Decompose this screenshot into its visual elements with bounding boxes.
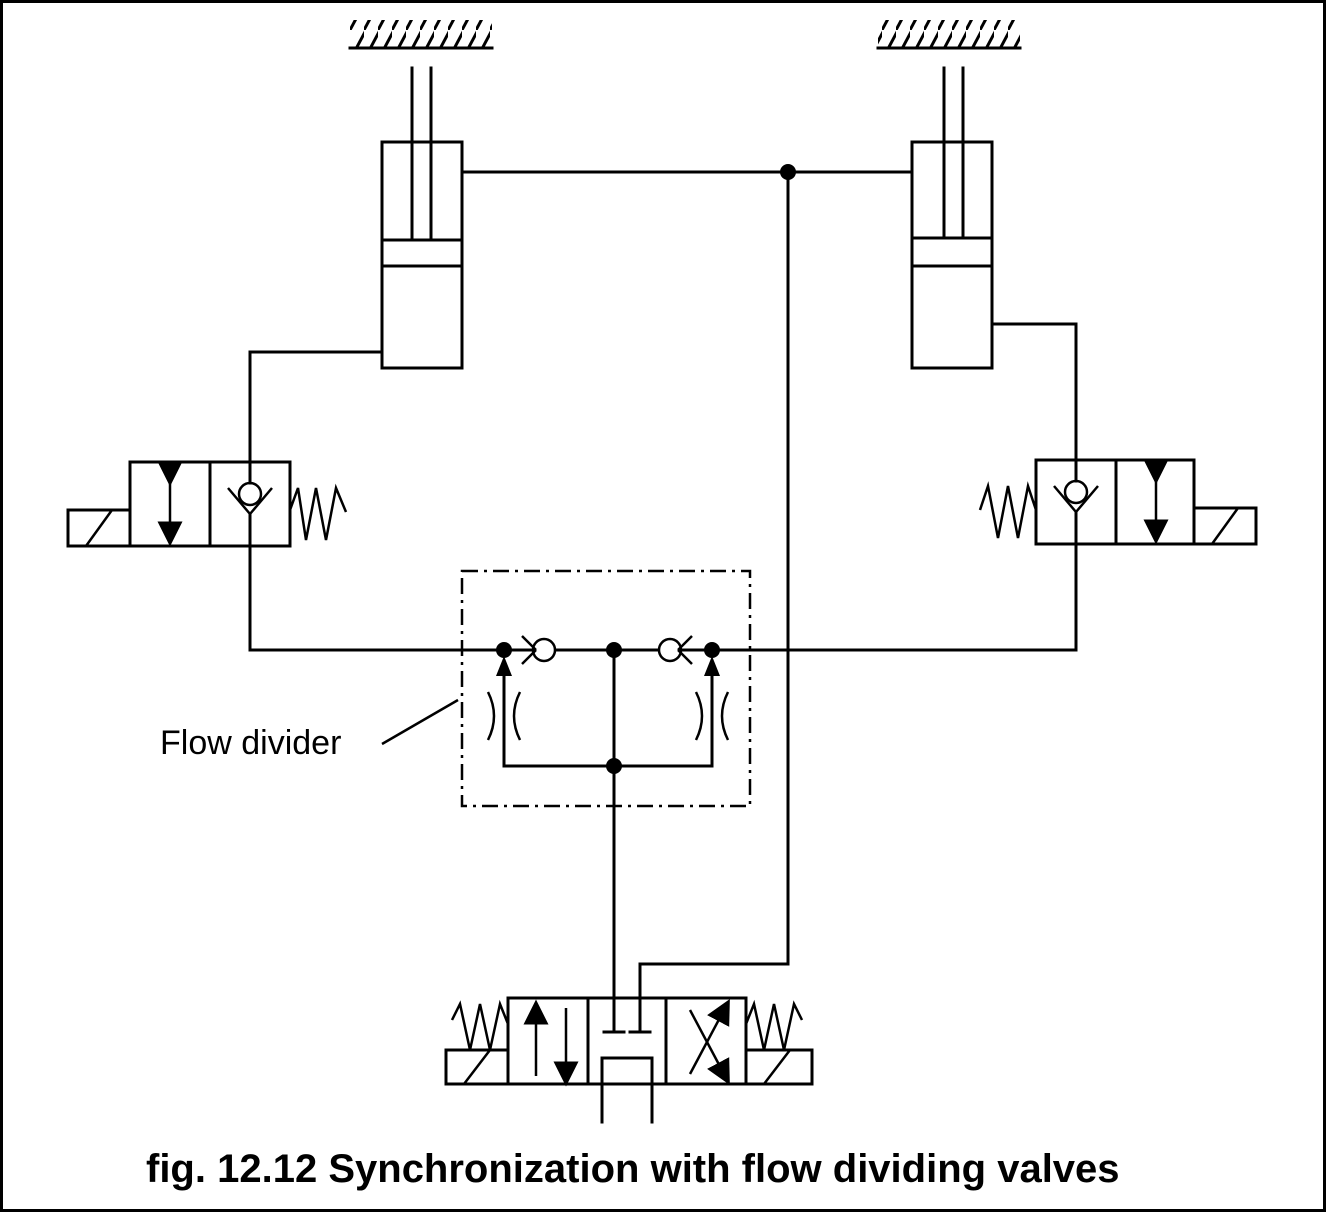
figure-caption: fig. 12.12 Synchronization with flow div… xyxy=(146,1147,1120,1191)
flow-divider-box xyxy=(460,569,752,808)
flow-divider-icon xyxy=(486,635,730,1034)
left-ground-anchor-icon xyxy=(348,20,494,50)
directional-valve-icon xyxy=(444,996,814,1124)
figure-number: fig. 12.12 xyxy=(146,1147,317,1191)
right-ground-anchor-icon xyxy=(876,20,1022,50)
left-solenoid-valve-icon xyxy=(66,460,348,548)
right-solenoid-valve-icon xyxy=(978,458,1258,546)
figure-title: Synchronization with flow dividing valve… xyxy=(328,1147,1119,1191)
flow-divider-label: Flow divider xyxy=(160,724,341,762)
right-cap-line xyxy=(710,322,1078,652)
right-cylinder-icon xyxy=(910,66,994,370)
left-cylinder-icon xyxy=(380,66,464,370)
rod-end-line xyxy=(460,164,914,1034)
flow-divider-leader xyxy=(381,698,459,746)
